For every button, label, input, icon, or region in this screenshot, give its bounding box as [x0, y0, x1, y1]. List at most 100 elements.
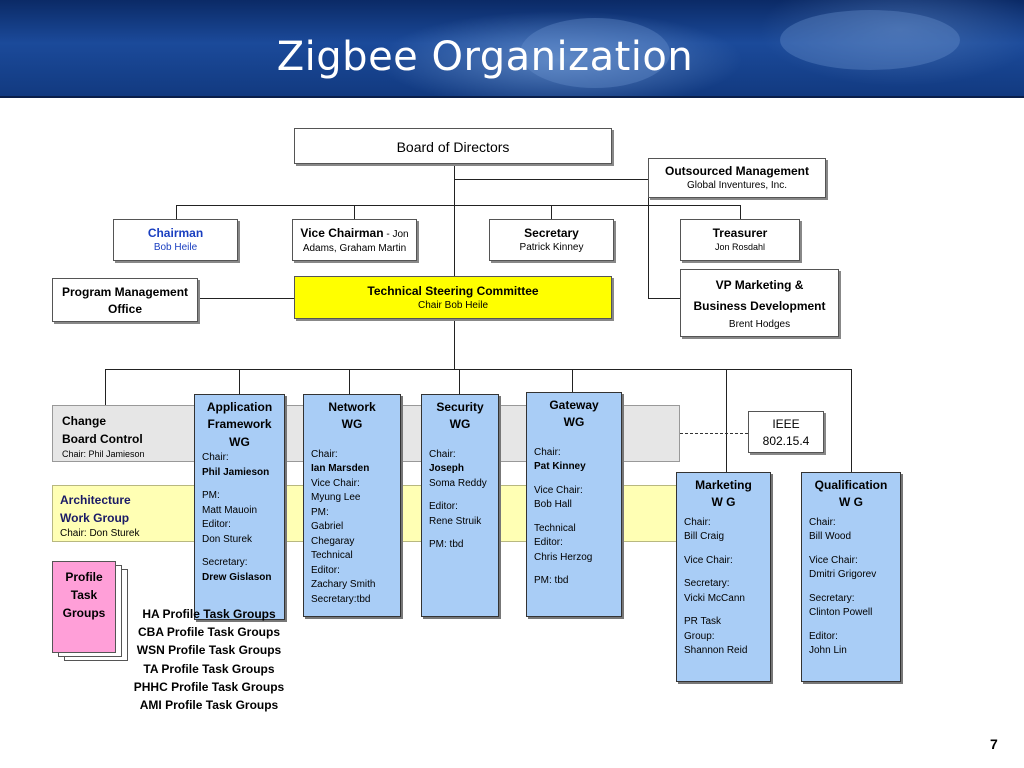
wg-spacer	[429, 491, 491, 500]
tsc-title: Technical Steering Committee	[367, 284, 539, 298]
wg-line: Drew Gislason	[202, 571, 272, 583]
vice-chairman-names2: Adams, Graham Martin	[302, 242, 407, 254]
connector	[454, 179, 648, 180]
architecture-label: Architecture Work Group Chair: Don Sture…	[60, 491, 139, 541]
wg-spacer	[684, 568, 763, 577]
wg-line: Secretary:	[684, 578, 730, 590]
wg-head-line2: WG	[449, 417, 471, 432]
wg-line: Shannon Reid	[684, 645, 748, 657]
wg-header: Network WG	[311, 399, 393, 434]
connector	[740, 205, 741, 219]
profile-task-group-item: PHHC Profile Task Groups	[133, 679, 285, 694]
connector	[354, 205, 355, 219]
wg-spacer	[809, 583, 893, 592]
wg-head-line1: Application	[206, 400, 273, 414]
connector	[239, 369, 240, 394]
wg-head-line2: WG	[563, 415, 585, 430]
wg-line: Vice Chair:	[809, 554, 858, 566]
treasurer-title: Treasurer	[712, 226, 768, 240]
wg-line: Matt Mauoin	[202, 504, 258, 516]
wg-line: Chegaray	[311, 535, 355, 547]
connector	[176, 205, 741, 206]
vp-marketing-line1: VP Marketing &	[715, 278, 804, 292]
wg-line: Chair:	[809, 516, 836, 528]
wg-line: PM:	[202, 490, 220, 502]
wg-line: Group:	[684, 630, 715, 642]
profile-task-box: Profile Task Groups	[52, 561, 116, 653]
wg-head-line2: WG	[341, 417, 363, 432]
wg-header: Security WG	[429, 399, 491, 434]
wg-line: Bob Hall	[534, 499, 572, 511]
tsc-sub: Chair Bob Heile	[417, 300, 489, 312]
connector	[198, 298, 294, 299]
profile-task-group-item: TA Profile Task Groups	[143, 661, 275, 676]
treasurer-name: Jon Rosdahl	[714, 242, 766, 253]
architecture-line1: Architecture	[60, 493, 131, 507]
connector	[176, 205, 177, 219]
wg-line: Vice Chair:	[311, 477, 360, 489]
wg-spacer	[809, 621, 893, 630]
wg-head-line1: Security	[436, 400, 484, 414]
wg-line: Chris Herzog	[534, 551, 593, 563]
wg-line: Don Sturek	[202, 533, 253, 545]
wg-head-line2: W G	[839, 495, 863, 510]
wg-spacer	[534, 513, 614, 522]
connector	[851, 369, 852, 472]
wg-spacer	[429, 529, 491, 538]
pmo-line2: Office	[107, 302, 142, 316]
wg-line: Technical	[311, 550, 353, 562]
title-banner: Zigbee Organization	[0, 0, 1024, 98]
connector	[105, 369, 106, 405]
profile-task-group-item: HA Profile Task Groups	[142, 607, 276, 621]
wg-spacer	[809, 545, 893, 554]
board-of-directors-label: Board of Directors	[396, 139, 510, 155]
profile-line3: Groups	[62, 606, 106, 620]
wg-spacer	[534, 475, 614, 484]
outsourced-sub: Global Inventures, Inc.	[686, 180, 788, 192]
wg-line: Secretary:	[202, 557, 248, 569]
wg-line: Gabriel	[311, 521, 344, 533]
vice-chairman-title: Vice Chairman	[300, 226, 384, 240]
wg-line: Joseph	[429, 463, 465, 475]
wg-head-line2: W G	[711, 495, 736, 510]
ieee-dashed-connector	[680, 433, 748, 434]
banner-map-decoration	[780, 10, 960, 70]
outsourced-management-box: Outsourced Management Global Inventures,…	[648, 158, 826, 198]
wg-line: Soma Reddy	[429, 477, 487, 489]
wg-spacer	[534, 565, 614, 574]
wg-spacer	[684, 606, 763, 615]
change-board-chair: Chair: Phil Jamieson	[62, 449, 145, 459]
wg-line: Chair:	[429, 448, 456, 460]
wg-line: Chair:	[534, 446, 561, 458]
treasurer-box: Treasurer Jon Rosdahl	[680, 219, 800, 261]
wg-line: Zachary Smith	[311, 579, 376, 591]
banner-map-decoration	[520, 18, 670, 88]
ieee-line1: IEEE	[772, 417, 800, 431]
wg-header: Application Framework WG	[202, 399, 277, 451]
wg-head-line3: WG	[229, 434, 250, 449]
wg-line: Pat Kinney	[534, 461, 586, 473]
application-framework-wg: Application Framework WG Chair:Phil Jami…	[194, 394, 285, 620]
vp-marketing-name: Brent Hodges	[728, 319, 791, 330]
board-of-directors-box: Board of Directors	[294, 128, 612, 164]
connector	[572, 369, 573, 394]
wg-spacer	[684, 545, 763, 554]
chairman-title: Chairman	[147, 226, 204, 240]
change-board-line1: Change	[62, 414, 107, 428]
profile-line2: Task	[70, 588, 98, 602]
wg-header: Qualification W G	[809, 477, 893, 512]
change-board-label: Change Board Control Chair: Phil Jamieso…	[62, 412, 145, 460]
pmo-line1: Program Management	[61, 285, 189, 299]
wg-line: Technical	[534, 522, 576, 534]
connector	[454, 164, 455, 370]
profile-task-group-item: CBA Profile Task Groups	[137, 625, 281, 640]
